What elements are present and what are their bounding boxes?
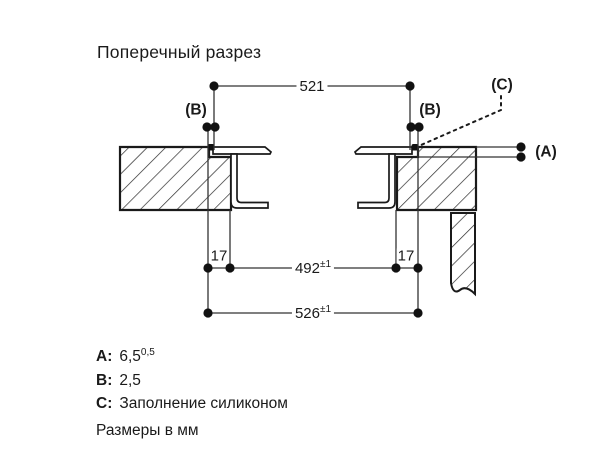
ref-label-a: (A) [535, 143, 557, 161]
leader-line-c [420, 95, 502, 146]
silicone-joint-left [207, 144, 215, 151]
legend-value-a: 6,5 [119, 348, 141, 366]
ref-label-c: (C) [491, 76, 513, 94]
legend-sup-a: 0,5 [140, 347, 155, 358]
legend-value-b: 2,5 [119, 371, 141, 389]
dim-label-17-right: 17 [396, 247, 416, 265]
cooktop-glass-flange-left [212, 146, 273, 155]
countertop-left-section [118, 145, 233, 212]
legend-row-b: B: 2,5 [96, 367, 288, 391]
dim-label-521: 521 [296, 78, 328, 94]
dim-label-492: 492±1 [291, 260, 335, 276]
legend-row-c: C: Заполнение силиконом [96, 390, 288, 414]
dim-label-526: 526±1 [291, 305, 335, 321]
cooktop-glass-flange-right [353, 146, 413, 155]
legend: A: 6,50,5 B: 2,5 C: Заполнение силиконом [96, 343, 288, 414]
legend-key-a: A: [96, 348, 113, 366]
cabinet-side-panel [450, 212, 476, 297]
legend-key-c: C: [96, 395, 113, 413]
dim-label-17-left: 17 [209, 247, 229, 265]
cooktop-frame-channel-left [230, 153, 269, 209]
cooktop-frame-channel-right [357, 153, 396, 209]
silicone-joint-right [411, 144, 419, 151]
diagram-title: Поперечный разрез [97, 42, 262, 62]
legend-row-a: A: 6,50,5 [96, 343, 288, 367]
legend-key-b: B: [96, 371, 113, 389]
units-note: Размеры в мм [96, 422, 199, 439]
dimension-dots [202, 81, 526, 318]
ref-label-b-left: (B) [185, 101, 207, 119]
ref-label-b-right: (B) [419, 101, 441, 119]
legend-value-c: Заполнение силиконом [119, 395, 288, 413]
